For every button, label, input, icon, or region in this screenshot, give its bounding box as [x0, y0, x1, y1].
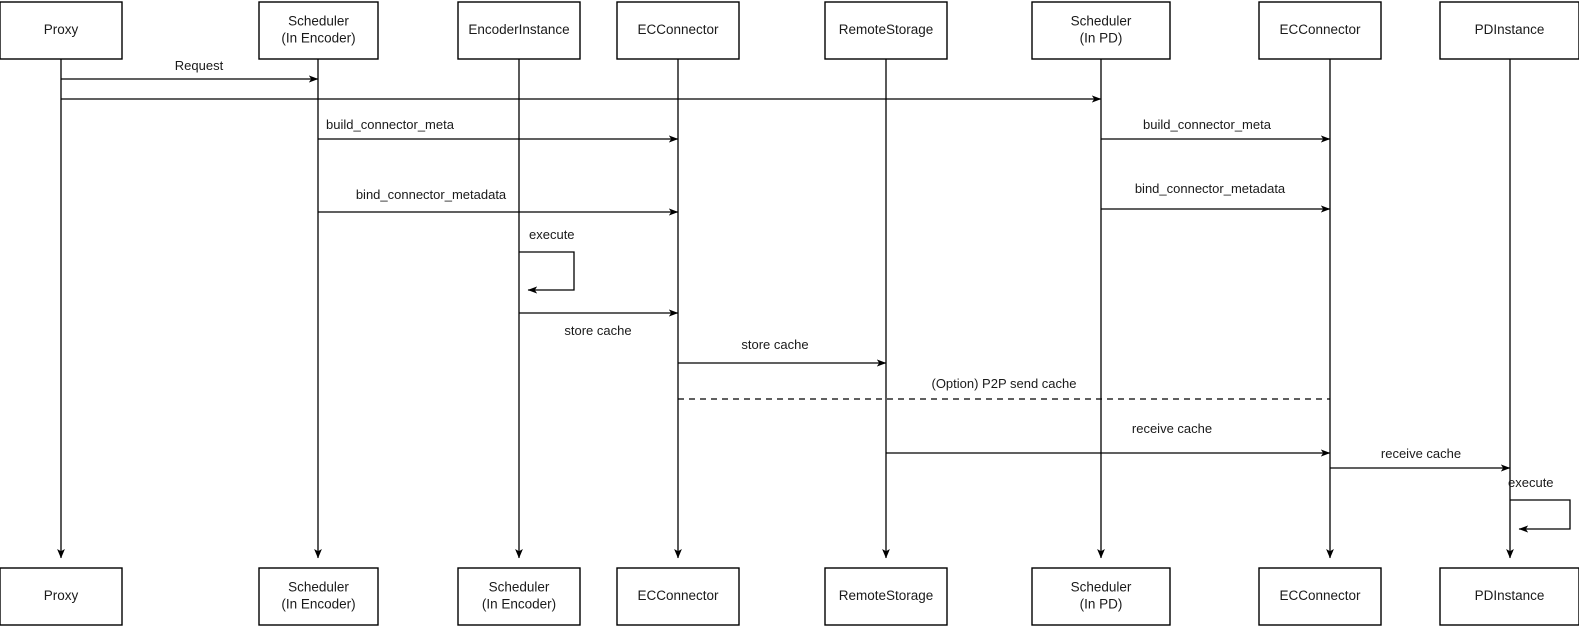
participant-label: RemoteStorage — [839, 22, 934, 37]
participant-label: ECConnector — [1279, 22, 1361, 37]
participant-label: (In PD) — [1080, 597, 1123, 612]
participant-bottom-ecc_left[interactable]: ECConnector — [616, 567, 740, 626]
participant-top-encoder_inst[interactable]: EncoderInstance — [457, 1, 581, 60]
message-m11[interactable]: receive cache — [1330, 446, 1511, 472]
participant-top-proxy[interactable]: Proxy — [0, 1, 123, 60]
self-message-s1[interactable]: execute — [519, 227, 575, 294]
participant-bottom-ecc_right[interactable]: ECConnector — [1258, 567, 1382, 626]
participant-label: ECConnector — [637, 588, 719, 603]
message-m9[interactable]: (Option) P2P send cache — [678, 376, 1330, 400]
participant-label: Proxy — [44, 588, 79, 603]
participant-bottom-sched_pd[interactable]: Scheduler (In PD) — [1031, 567, 1171, 626]
message-m5[interactable]: bind_connector_metadata — [318, 187, 679, 216]
message-m8[interactable]: store cache — [678, 337, 887, 367]
participant-bottom-sched_enc[interactable]: Scheduler (In Encoder) — [258, 567, 379, 626]
participant-label: PDInstance — [1475, 22, 1545, 37]
participant-bottom-pd_inst[interactable]: PDInstance — [1439, 567, 1579, 626]
message-m10[interactable]: receive cache — [886, 421, 1331, 457]
participant-label: (In Encoder) — [281, 31, 355, 46]
participant-label: Scheduler — [288, 580, 349, 595]
participant-label: (In Encoder) — [281, 597, 355, 612]
participant-label: EncoderInstance — [468, 22, 569, 37]
participant-footers-layer: Proxy Scheduler (In Encoder) Scheduler (In E… — [0, 567, 1579, 626]
participant-top-pd_inst[interactable]: PDInstance — [1439, 1, 1579, 60]
participant-top-sched_enc[interactable]: Scheduler (In Encoder) — [258, 1, 379, 60]
message-m1[interactable]: Request — [61, 58, 319, 83]
message-label: build_connector_meta — [326, 117, 455, 132]
message-label: Request — [175, 58, 224, 73]
message-label: bind_connector_metadata — [356, 187, 507, 202]
participant-headers-layer: Proxy Scheduler (In Encoder) EncoderInstanc… — [0, 1, 1579, 60]
message-label: receive cache — [1381, 446, 1461, 461]
message-label: build_connector_meta — [1143, 117, 1272, 132]
participant-top-ecc_right[interactable]: ECConnector — [1258, 1, 1382, 60]
participant-label: ECConnector — [1279, 588, 1361, 603]
self-message-label: execute — [529, 227, 575, 242]
self-message-path — [519, 251, 575, 294]
participant-label: Proxy — [44, 22, 79, 37]
participant-top-sched_pd[interactable]: Scheduler (In PD) — [1031, 1, 1171, 60]
participant-label: (In Encoder) — [482, 597, 556, 612]
message-m7[interactable]: store cache — [519, 309, 679, 338]
participant-label: Scheduler — [1071, 580, 1132, 595]
message-label: receive cache — [1132, 421, 1212, 436]
self-message-s2[interactable]: execute — [1508, 475, 1571, 533]
participant-bottom-proxy[interactable]: Proxy — [0, 567, 123, 626]
participant-label: Scheduler — [288, 14, 349, 29]
participant-label: Scheduler — [1071, 14, 1132, 29]
message-m6[interactable]: bind_connector_metadata — [1101, 181, 1331, 213]
lifelines-layer — [57, 59, 1514, 559]
messages-layer: Request build_connector_meta build_connect… — [61, 58, 1511, 472]
message-label: bind_connector_metadata — [1135, 181, 1286, 196]
participant-top-remote[interactable]: RemoteStorage — [824, 1, 948, 60]
message-label: (Option) P2P send cache — [931, 376, 1076, 391]
self-messages-layer: execute execute — [519, 227, 1571, 533]
message-label: store cache — [564, 323, 631, 338]
participant-label: RemoteStorage — [839, 588, 934, 603]
participant-bottom-remote[interactable]: RemoteStorage — [824, 567, 948, 626]
message-label: store cache — [741, 337, 808, 352]
participant-label: ECConnector — [637, 22, 719, 37]
participant-label: (In PD) — [1080, 31, 1123, 46]
self-message-label: execute — [1508, 475, 1554, 490]
message-m3[interactable]: build_connector_meta — [318, 117, 679, 143]
participant-label: PDInstance — [1475, 588, 1545, 603]
participant-bottom-encoder_inst[interactable]: Scheduler (In Encoder) — [457, 567, 581, 626]
self-message-path — [1510, 499, 1571, 533]
message-m4[interactable]: build_connector_meta — [1101, 117, 1331, 143]
participant-label: Scheduler — [489, 580, 550, 595]
participant-top-ecc_left[interactable]: ECConnector — [616, 1, 740, 60]
